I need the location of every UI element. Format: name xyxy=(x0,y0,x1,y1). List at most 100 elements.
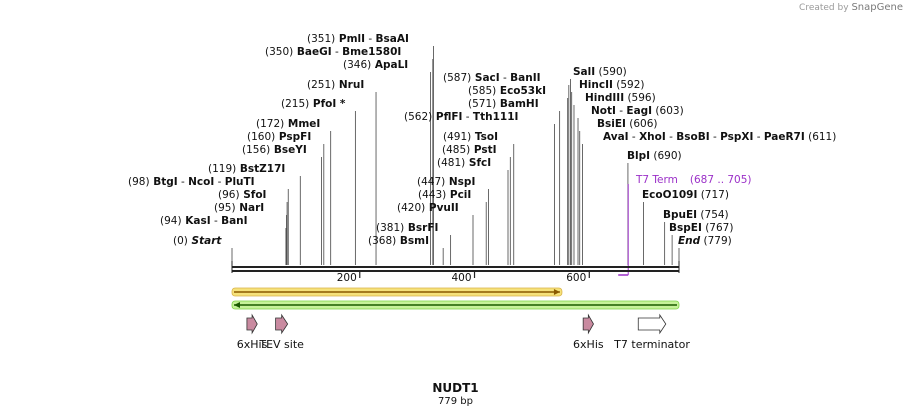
site-position: (779) xyxy=(700,235,732,247)
enzyme-name: PspXI xyxy=(720,131,753,143)
site-separator: - xyxy=(178,176,188,188)
enzyme-name: HindIII xyxy=(585,92,624,104)
site-separator: - xyxy=(629,131,639,143)
credit-prefix: Created by xyxy=(799,3,849,13)
orfs xyxy=(231,287,680,310)
enzyme-name: PaeR7I xyxy=(764,131,805,143)
site-label: (485) PstI xyxy=(442,144,497,156)
site-label: (381) BsrFI xyxy=(376,222,438,234)
site-label: (571) BamHI xyxy=(468,98,539,110)
site-label: (443) PciI xyxy=(418,189,471,201)
orf-arrowhead xyxy=(553,289,560,295)
site-label: (160) PspFI xyxy=(247,131,311,143)
site-separator: - xyxy=(753,131,763,143)
enzyme-name: PfoI * xyxy=(309,98,346,110)
site-label: (96) SfoI xyxy=(218,189,266,201)
enzyme-name: PvuII xyxy=(425,202,458,214)
site-separator: - xyxy=(365,33,375,45)
enzyme-name: Tth111I xyxy=(473,111,518,123)
site-position: (172) xyxy=(256,118,284,130)
site-label: (215) PfoI * xyxy=(281,98,346,110)
enzyme-name: PciI xyxy=(446,189,471,201)
enzyme-name: PluTI xyxy=(225,176,255,188)
site-label: AvaI - XhoI - BsoBI - PspXI - PaeR7I (61… xyxy=(603,131,836,143)
site-label: (587) SacI - BanII xyxy=(443,72,541,84)
enzyme-name: PmlI xyxy=(335,33,365,45)
enzyme-name: NruI xyxy=(335,79,364,91)
site-position: (592) xyxy=(613,79,645,91)
enzyme-name: TsoI xyxy=(471,131,498,143)
site-position: (420) xyxy=(397,202,425,214)
site-label: BspEI (767) xyxy=(669,222,733,234)
site-lines xyxy=(231,46,680,276)
site-position: (717) xyxy=(697,189,729,201)
enzyme-name: BanI xyxy=(221,215,247,227)
site-position: (447) xyxy=(417,176,445,188)
enzyme-name: BaeGI xyxy=(293,46,331,58)
feature-label: 6xHis xyxy=(573,338,604,351)
site-label: BlpI (690) xyxy=(627,150,682,162)
site-label: NotI - EagI (603) xyxy=(591,105,684,117)
enzyme-name: NcoI xyxy=(188,176,214,188)
site-label: (562) PflFI - Tth111I xyxy=(404,111,518,123)
enzyme-name: BtgI xyxy=(150,176,178,188)
site-position: (491) xyxy=(443,131,471,143)
terminator-site-range: (687 .. 705) xyxy=(690,174,752,186)
enzyme-name: SfcI xyxy=(465,157,491,169)
site-position: (351) xyxy=(307,33,335,45)
site-label: (119) BstZ17I xyxy=(208,163,285,175)
ruler-tick-label: 600 xyxy=(566,272,586,284)
site-position: (350) xyxy=(265,46,293,58)
enzyme-name: BpuEI xyxy=(663,209,697,221)
enzyme-name: Bme1580I xyxy=(342,46,401,58)
enzyme-name: PstI xyxy=(470,144,496,156)
site-label: (251) NruI xyxy=(307,79,364,91)
site-label: (94) KasI - BanI xyxy=(160,215,248,227)
feature-arrow xyxy=(582,313,594,335)
enzyme-name: BsoBI xyxy=(676,131,709,143)
enzyme-name: BsiEI xyxy=(597,118,626,130)
site-position: (562) xyxy=(404,111,432,123)
site-position: (611) xyxy=(805,131,837,143)
site-label: SalI (590) xyxy=(573,66,627,78)
site-label: HindIII (596) xyxy=(585,92,656,104)
enzyme-name: SalI xyxy=(573,66,595,78)
site-label: (172) MmeI xyxy=(256,118,320,130)
enzyme-name: End xyxy=(678,235,701,247)
feature-label: TEV site xyxy=(258,338,304,351)
site-separator: - xyxy=(211,215,221,227)
site-position: (368) xyxy=(368,235,396,247)
site-position: (160) xyxy=(247,131,275,143)
snapgene-logo-text: SnapGene xyxy=(851,2,903,13)
site-position: (481) xyxy=(437,157,465,169)
site-position: (98) xyxy=(128,176,150,188)
enzyme-name: Eco53kI xyxy=(496,85,546,97)
enzyme-name: EcoO109I xyxy=(642,189,697,201)
enzyme-name: NspI xyxy=(445,176,475,188)
site-position: (94) xyxy=(160,215,182,227)
site-label: (95) NarI xyxy=(214,202,264,214)
enzyme-name: PflFI xyxy=(432,111,462,123)
feature-arrow xyxy=(637,313,667,335)
site-label: (585) Eco53kI xyxy=(468,85,546,97)
site-separator: - xyxy=(500,72,510,84)
enzyme-name: PspFI xyxy=(275,131,311,143)
enzyme-name: ApaLI xyxy=(371,59,408,71)
site-position: (690) xyxy=(650,150,682,162)
site-position: (96) xyxy=(218,189,240,201)
enzyme-name: BsmI xyxy=(396,235,429,247)
snapgene-credit: Created by SnapGene xyxy=(799,2,903,13)
site-label: (98) BtgI - NcoI - PluTI xyxy=(128,176,255,188)
feature-label: 6xHis xyxy=(237,338,268,351)
site-separator: - xyxy=(462,111,472,123)
enzyme-name: BsrFI xyxy=(404,222,438,234)
site-label: (346) ApaLI xyxy=(343,59,408,71)
enzyme-name: Start xyxy=(188,235,223,247)
enzyme-name: BseYI xyxy=(270,144,307,156)
site-position: (0) xyxy=(173,235,188,247)
site-position: (606) xyxy=(626,118,658,130)
site-position: (603) xyxy=(652,105,684,117)
backbone xyxy=(231,261,680,273)
